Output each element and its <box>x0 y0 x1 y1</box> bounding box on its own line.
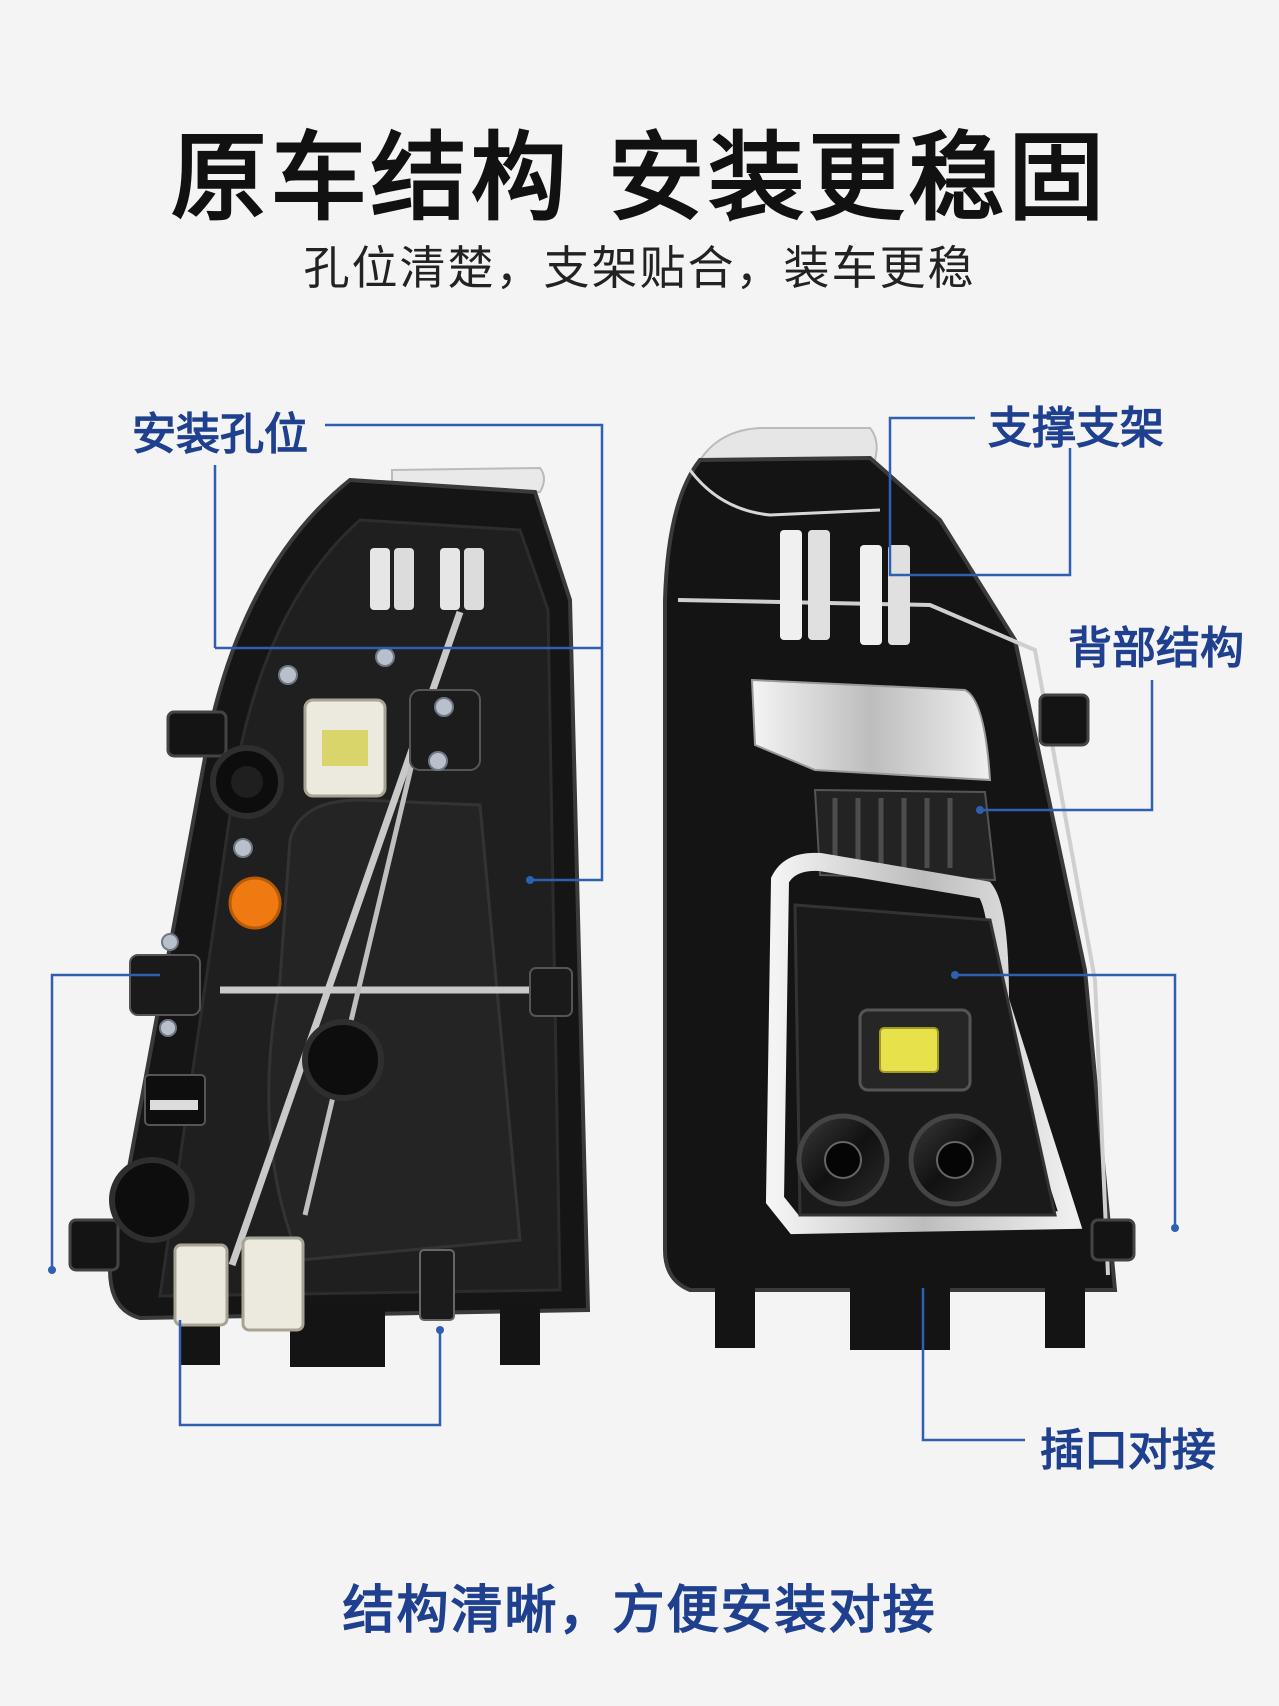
mount-tab-right <box>1038 693 1090 747</box>
mount-tab-left <box>166 710 228 758</box>
slot <box>370 548 390 610</box>
leader-lines <box>50 416 1177 1442</box>
footer-tagline: 结构清晰，方便安装对接 <box>342 1581 937 1641</box>
callout-plug-connection: 插口对接 <box>1040 1425 1216 1476</box>
page-subtitle: 孔位清楚，支架贴合，装车更稳 <box>303 241 976 295</box>
grommet <box>302 1019 384 1101</box>
callout-back-structure: 背部结构 <box>1068 623 1244 674</box>
orange-indicator <box>228 876 282 930</box>
headlamp-back-view <box>68 466 591 1367</box>
callout-support-bracket: 支撑支架 <box>988 403 1164 454</box>
callout-mounting-holes: 安装孔位 <box>132 409 308 460</box>
grommet <box>109 1157 195 1243</box>
mount-tab-lower <box>68 1218 120 1272</box>
led-chip <box>879 1027 939 1073</box>
connector-bottom-left <box>173 1243 229 1327</box>
leader-dots <box>48 806 1179 1334</box>
page-title: 原车结构 安装更稳固 <box>170 122 1109 234</box>
drl-strip <box>750 678 992 782</box>
headlamp-front-view <box>663 427 1136 1350</box>
connector-bottom-right <box>241 1236 305 1332</box>
